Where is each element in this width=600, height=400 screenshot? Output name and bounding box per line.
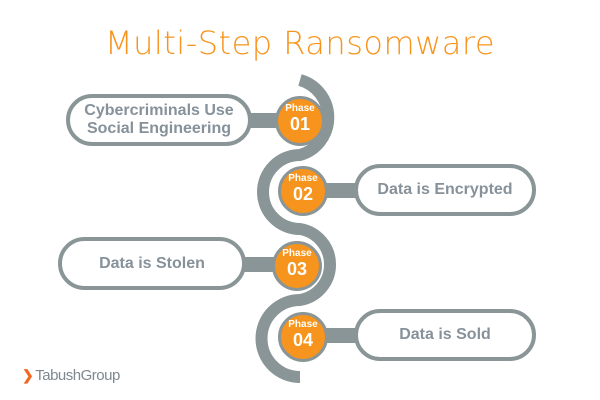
tabush-group-logo: ❯ TabushGroup (22, 367, 120, 384)
phase-1-text-line2: Social Engineering (86, 120, 232, 137)
phase-1-text-line1: Cybercriminals Use (84, 102, 234, 119)
phase-4-box: Data is Sold (354, 309, 536, 361)
phase-number: 01 (289, 114, 311, 134)
phase-4-badge: Phase 04 (278, 312, 328, 362)
phase-label: Phase (282, 248, 312, 259)
phase-2-badge: Phase 02 (278, 166, 328, 216)
phase-number: 02 (292, 184, 314, 204)
phase-label: Phase (285, 103, 315, 114)
logo-text: TabushGroup (35, 367, 120, 384)
phase-2-text: Data is Encrypted (377, 181, 513, 198)
phase-label: Phase (288, 173, 318, 184)
phase-1-badge: Phase 01 (275, 96, 325, 146)
phase-number: 04 (292, 330, 314, 350)
phase-2-box: Data is Encrypted (354, 164, 536, 216)
phase-3-text: Data is Stolen (99, 254, 205, 272)
phase-3-badge: Phase 03 (272, 241, 322, 291)
connector-3 (240, 257, 280, 272)
page-title: Multi-Step Ransomware (104, 24, 496, 62)
phase-number: 03 (286, 259, 308, 279)
chevron-right-icon: ❯ (22, 367, 34, 383)
phase-4-text: Data is Sold (399, 326, 491, 343)
phase-3-box: Data is Stolen (58, 237, 246, 290)
phase-label: Phase (288, 319, 318, 330)
